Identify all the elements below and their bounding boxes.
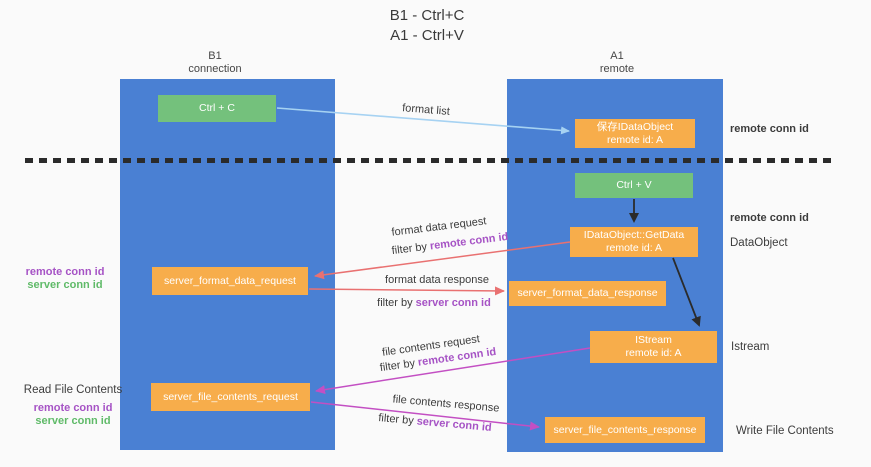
filter-by-text: filter by bbox=[379, 357, 416, 375]
lifeline-a1-subtitle: remote bbox=[599, 63, 635, 75]
ctrl-c-box: Ctrl + C bbox=[158, 95, 276, 122]
server-format-data-response-box: server_format_data_response bbox=[509, 281, 666, 306]
title-line-1: B1 - Ctrl+C bbox=[389, 7, 465, 24]
server-format-data-request-label: server_format_data_request bbox=[164, 274, 296, 287]
getdata-line2: remote id: A bbox=[605, 242, 663, 254]
save-idataobject-box: 保存IDataObject remote id: A bbox=[575, 119, 695, 148]
save-idataobject-line2: remote id: A bbox=[606, 133, 664, 146]
filter-by-text: filter by bbox=[377, 297, 413, 309]
lifeline-b1-subtitle: connection bbox=[188, 63, 242, 75]
remote-conn-id-annotation-left1: remote conn id bbox=[25, 266, 105, 278]
lifeline-b1-name: B1 bbox=[208, 50, 222, 62]
ctrl-v-label: Ctrl + V bbox=[616, 179, 652, 191]
filter-by-text: filter by bbox=[391, 240, 428, 258]
arrow-format-data-response bbox=[308, 286, 505, 296]
getdata-line1: IDataObject::GetData bbox=[583, 229, 685, 241]
server-conn-id-annotation-left1: server conn id bbox=[27, 279, 103, 291]
server-file-contents-request-label: server_file_contents_request bbox=[163, 390, 298, 403]
server-conn-id-text: server conn id bbox=[415, 297, 491, 309]
format-data-response-label: format data response bbox=[385, 274, 489, 286]
divider-dashed-line bbox=[25, 158, 833, 163]
istream-annotation: Istream bbox=[731, 341, 770, 353]
write-file-contents-annotation: Write File Contents bbox=[736, 425, 834, 437]
diagram-title: B1 - Ctrl+C A1 - Ctrl+V bbox=[390, 6, 465, 46]
dataobject-annotation: DataObject bbox=[730, 237, 788, 249]
server-file-contents-response-label: server_file_contents_response bbox=[553, 423, 697, 436]
istream-box: IStream remote id: A bbox=[590, 331, 717, 363]
server-file-contents-response-box: server_file_contents_response bbox=[545, 417, 705, 443]
lifeline-header-a1: A1 remote bbox=[600, 50, 634, 76]
lifeline-header-b1: B1 connection bbox=[188, 50, 241, 76]
istream-line1: IStream bbox=[635, 334, 672, 346]
server-file-contents-request-box: server_file_contents_request bbox=[151, 383, 310, 411]
server-format-data-request-box: server_format_data_request bbox=[152, 267, 308, 295]
ctrl-c-label: Ctrl + C bbox=[199, 102, 235, 114]
istream-line2: remote id: A bbox=[625, 347, 682, 359]
file-contents-response-label: file contents response bbox=[392, 393, 500, 415]
server-format-data-response-label: server_format_data_response bbox=[517, 287, 658, 299]
lifeline-a1-name: A1 bbox=[610, 50, 624, 62]
conn-id-annotation-group-1: remote conn id server conn id bbox=[0, 266, 130, 292]
remote-conn-id-text: remote conn id bbox=[429, 230, 509, 253]
ctrl-v-box: Ctrl + V bbox=[575, 173, 693, 198]
idataobject-getdata-box: IDataObject::GetData remote id: A bbox=[570, 227, 698, 257]
filter-by-text: filter by bbox=[377, 412, 415, 428]
remote-conn-id-annotation-mid: remote conn id bbox=[730, 212, 809, 224]
title-line-2: A1 - Ctrl+V bbox=[390, 27, 464, 44]
save-idataobject-line1: 保存IDataObject bbox=[596, 120, 674, 133]
remote-conn-id-annotation-left2: remote conn id bbox=[33, 402, 113, 414]
conn-id-annotation-group-2: Read File Contents remote conn id server… bbox=[8, 384, 138, 428]
format-list-label: format list bbox=[401, 102, 451, 118]
server-conn-id-annotation-left2: server conn id bbox=[35, 415, 111, 427]
server-conn-id-text: server conn id bbox=[416, 415, 493, 434]
read-file-contents-annotation: Read File Contents bbox=[23, 384, 123, 396]
remote-conn-id-annotation-top: remote conn id bbox=[730, 123, 809, 135]
